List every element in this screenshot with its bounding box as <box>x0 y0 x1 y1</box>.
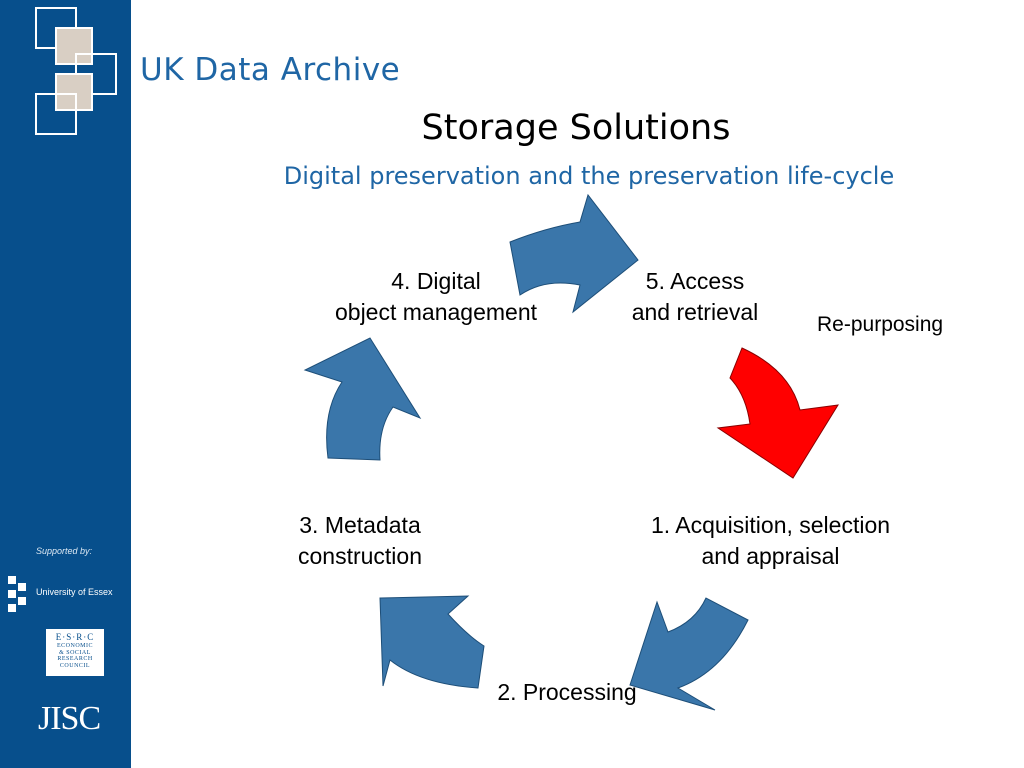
stage-4-label: 4. Digital object management <box>334 268 537 325</box>
esrc-line: ECONOMIC <box>56 643 93 649</box>
supported-by-label: Supported by: <box>36 546 93 556</box>
slide-title: Storage Solutions <box>421 108 731 148</box>
sidebar: Supported by: University of Essex E·S·R·… <box>0 0 131 768</box>
jisc-logo: JISC <box>38 700 101 737</box>
cycle-arrow-1-to-2 <box>629 597 749 711</box>
stage-3-label: 3. Metadata construction <box>297 512 422 569</box>
cycle-arrow-5-to-1-repurposing <box>716 347 839 479</box>
cycle-arrow-3-to-4 <box>303 337 422 461</box>
brand-name: UK Data Archive <box>140 52 401 88</box>
university-of-essex-label: University of Essex <box>36 587 113 597</box>
stage-1-label: 1. Acquisition, selection and appraisal <box>650 512 891 569</box>
esrc-acronym: E·S·R·C <box>55 632 95 642</box>
university-of-essex-logo-icon <box>8 576 26 612</box>
cycle-arrow-2-to-3 <box>379 595 485 689</box>
esrc-line: COUNCIL <box>59 662 91 669</box>
uk-data-archive-logo <box>35 7 117 135</box>
stage-2-label: 2. Processing <box>497 679 637 705</box>
esrc-logo: E·S·R·C ECONOMIC & SOCIAL RESEARCH COUNC… <box>46 629 104 676</box>
repurposing-label: Re-purposing <box>817 313 944 336</box>
esrc-line: RESEARCH <box>57 656 93 662</box>
esrc-line: & SOCIAL <box>59 649 91 656</box>
slide-subtitle: Digital preservation and the preservatio… <box>283 162 895 190</box>
stage-5-label: 5. Access and retrieval <box>631 268 759 325</box>
cycle-arrow-4-to-5 <box>509 193 639 314</box>
